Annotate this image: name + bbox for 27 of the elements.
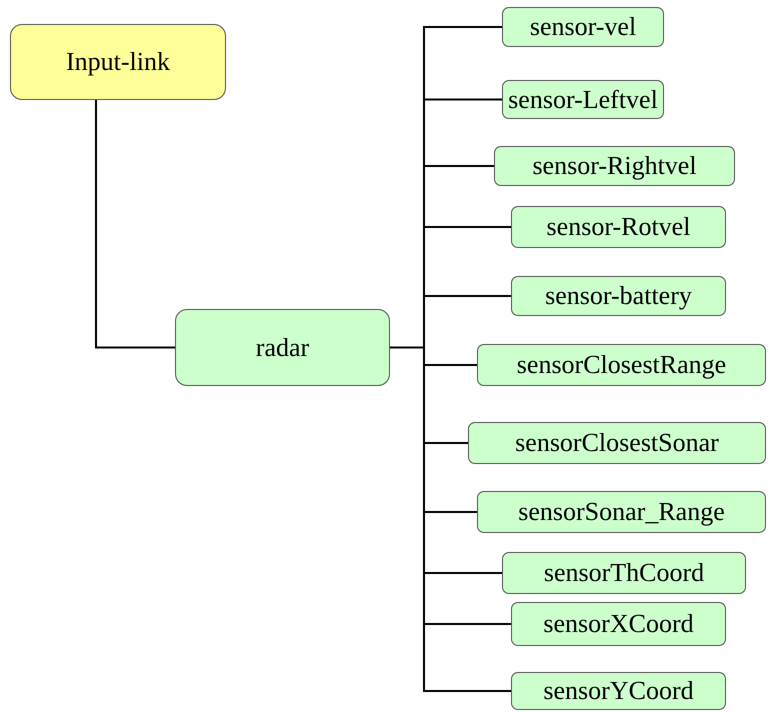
- node-label: sensorYCoord: [543, 676, 694, 706]
- node-box: [511, 602, 726, 646]
- root-node-box: [10, 24, 226, 100]
- node-label: sensor-Rotvel: [546, 212, 690, 242]
- node-label: radar: [256, 332, 310, 362]
- node-box: [511, 206, 726, 248]
- node-box: [511, 276, 726, 316]
- node-label: sensorSonar_Range: [518, 497, 725, 527]
- node-box: [175, 309, 390, 386]
- node-box: [468, 422, 766, 464]
- node-box: [494, 146, 735, 186]
- node-box: [502, 80, 664, 119]
- node-label: sensorXCoord: [543, 609, 694, 639]
- node-label: sensorClosestRange: [516, 350, 726, 380]
- node-label: sensor-Rightvel: [532, 151, 697, 181]
- node-label: Input-link: [66, 47, 170, 77]
- node-box: [477, 491, 766, 533]
- node-box: [502, 552, 746, 594]
- node-label: sensor-battery: [545, 281, 692, 311]
- node-label: sensorClosestSonar: [515, 428, 719, 458]
- node-label: sensorThCoord: [544, 558, 704, 588]
- node-label: sensor-vel: [530, 12, 636, 42]
- node-box: [502, 7, 664, 47]
- connector-line: [95, 100, 175, 348]
- node-label: sensor-Leftvel: [508, 84, 658, 114]
- node-box: [477, 344, 766, 386]
- node-box: [511, 672, 726, 710]
